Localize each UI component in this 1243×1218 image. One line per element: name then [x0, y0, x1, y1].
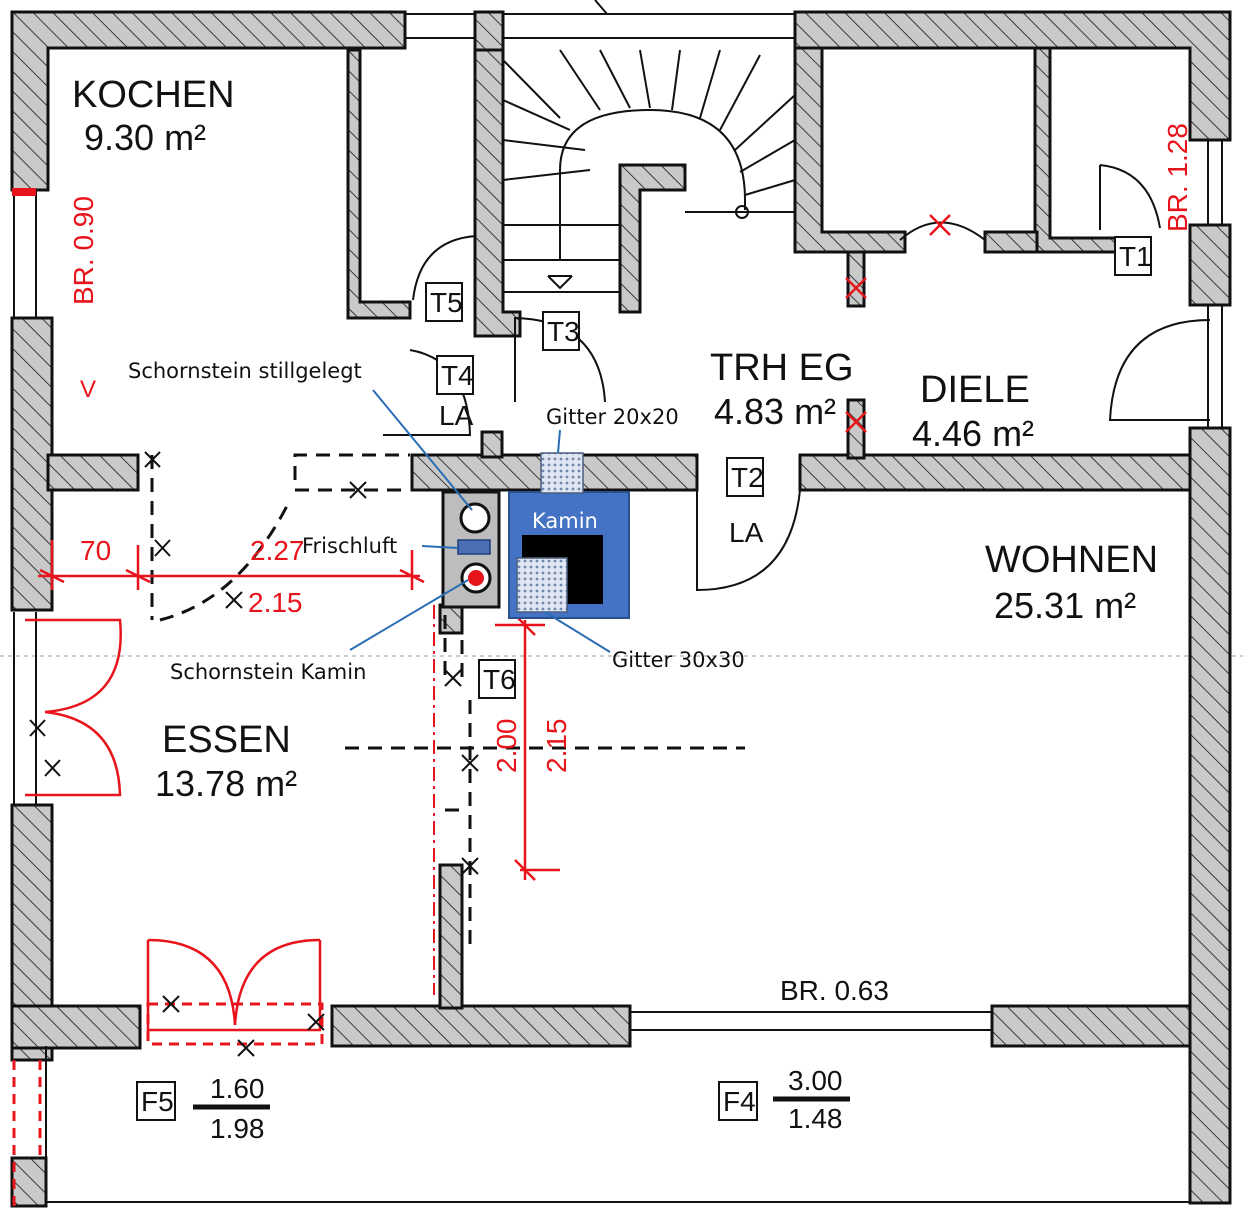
staircase	[502, 49, 796, 293]
room-kochen-name: KOCHEN	[72, 74, 235, 116]
label-kamin: Kamin	[532, 509, 598, 533]
dim-227: 2.27	[250, 535, 305, 566]
window-tag-f4: F4	[723, 1086, 756, 1117]
label-schornstein-stillgelegt: Schornstein stillgelegt	[128, 359, 362, 383]
grille-20x20-icon	[540, 452, 584, 494]
red-doors	[25, 618, 322, 1032]
window-f5-width: 1.60	[210, 1073, 265, 1104]
door-tags: T1 T2 T3 T4 T5 T6 LA LA	[425, 236, 1152, 699]
window-f5-height: 1.98	[210, 1113, 265, 1144]
dim-br-kochen: BR. 0.90	[68, 196, 99, 305]
windows	[13, 0, 1223, 1203]
dim-br-diele: BR. 1.28	[1162, 123, 1193, 232]
door-tag-t5: T5	[430, 287, 463, 318]
label-gitter-20x20: Gitter 20x20	[546, 405, 679, 429]
window-f4-width: 3.00	[788, 1065, 843, 1096]
door-tag-t6: T6	[483, 664, 516, 695]
grille-30x30-icon	[516, 557, 568, 613]
room-kochen-area: 9.30 m²	[84, 117, 206, 158]
room-wohnen-name: WOHNEN	[985, 539, 1158, 581]
mark-v: V	[80, 376, 96, 403]
room-trh-area: 4.83 m²	[714, 391, 836, 432]
label-schornstein-kamin: Schornstein Kamin	[170, 660, 366, 684]
leader-lines	[349, 389, 611, 653]
dashed-opening	[146, 1002, 324, 1046]
door-swings	[383, 164, 1211, 592]
label-frischluft: Frischluft	[302, 534, 397, 558]
window-mark	[12, 188, 36, 196]
label-gitter-30x30: Gitter 30x30	[612, 648, 745, 672]
dashed-walls	[150, 453, 745, 950]
dim-70: 70	[80, 535, 111, 566]
dimension-labels: BR. 0.90 BR. 1.28 BR. 0.63 70 2.27 2.15 …	[68, 123, 1193, 1006]
room-essen-name: ESSEN	[162, 719, 291, 761]
window-f4-height: 1.48	[788, 1103, 843, 1134]
kamin-body	[522, 535, 603, 604]
chimney-block	[457, 502, 492, 594]
room-wohnen-area: 25.31 m²	[994, 585, 1136, 626]
dim-215-horizontal: 2.15	[248, 587, 303, 618]
room-essen-area: 13.78 m²	[155, 763, 297, 804]
door-tag-t3: T3	[547, 316, 580, 347]
door-tag-t4: T4	[441, 360, 474, 391]
room-labels: KOCHEN 9.30 m² TRH EG 4.83 m² DIELE 4.46…	[72, 74, 1158, 804]
removal-marks	[845, 214, 951, 433]
room-diele-name: DIELE	[920, 369, 1030, 411]
fresh-air-icon	[457, 539, 491, 555]
black-x-marks	[29, 451, 479, 1057]
door-t4-la: LA	[439, 400, 474, 431]
dim-br-wohnen: BR. 0.63	[780, 975, 889, 1006]
door-tag-t2: T2	[731, 462, 764, 493]
dim-200: 2.00	[491, 719, 522, 774]
chimney-disused-icon	[459, 502, 491, 534]
window-tag-f5: F5	[141, 1086, 174, 1117]
walls	[10, 10, 1232, 1208]
window-tags: F5 1.60 1.98 F4 3.00 1.48	[136, 1065, 850, 1144]
door-t2-la: LA	[729, 517, 764, 548]
annotation-labels: Schornstein stillgelegt Frischluft Schor…	[128, 359, 745, 684]
red-dashed-outside	[12, 1060, 42, 1206]
room-trh-name: TRH EG	[710, 347, 854, 389]
dim-215-vertical: 2.15	[541, 719, 572, 774]
room-diele-area: 4.46 m²	[912, 413, 1034, 454]
door-tag-t1: T1	[1119, 241, 1152, 272]
chimney-kamin-icon	[468, 570, 484, 586]
